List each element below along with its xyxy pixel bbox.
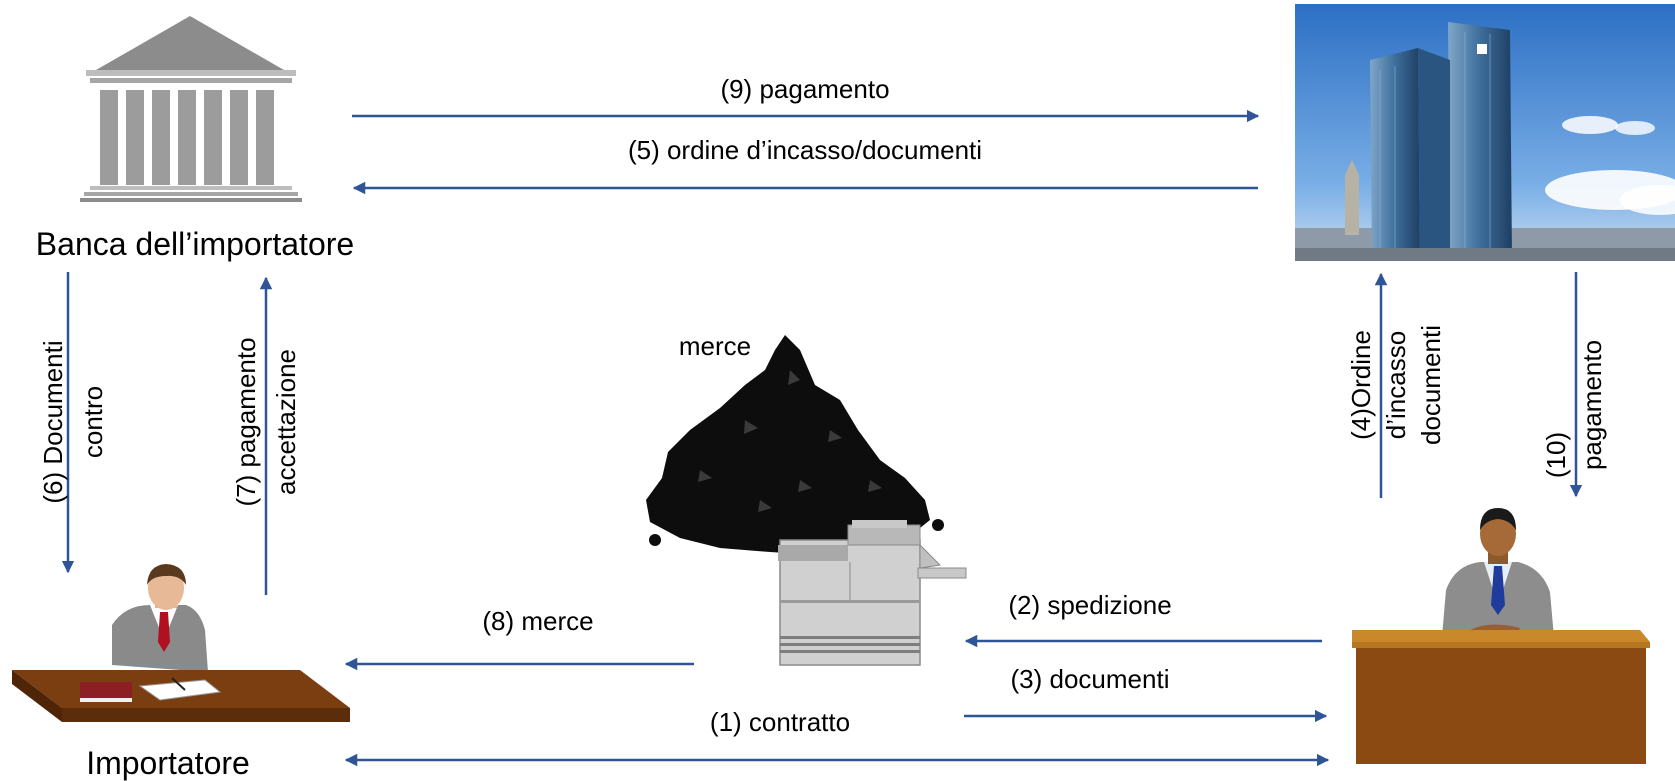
flow-4-line-3: documenti: [1416, 325, 1446, 445]
goods-label: merce: [679, 331, 751, 361]
flow-2-label: (2) spedizione: [1008, 590, 1171, 620]
flow-6-label: (6) Documenti contro: [38, 340, 108, 503]
flow-7-line-2: accettazione: [271, 349, 301, 495]
importer-label: Importatore: [86, 745, 250, 781]
flow-3-label: (3) documenti: [1011, 664, 1170, 694]
flow-1-label: (1) contratto: [710, 707, 850, 737]
importer-bank-label: Banca dell’importatore: [36, 226, 354, 262]
flow-5-label: (5) ordine d’incasso/documenti: [628, 135, 982, 165]
flow-7-line-1: (7) pagamento: [231, 337, 261, 506]
goods-pile-and-machine-icon: [646, 335, 967, 666]
exporter-at-desk-icon: [1352, 508, 1650, 764]
flow-10-line-1: (10): [1541, 432, 1571, 478]
flow-4-line-1: (4)Ordine: [1346, 330, 1376, 440]
office-towers-photo: [1295, 4, 1675, 261]
flow-6-line-2: contro: [78, 386, 108, 458]
bank-building-icon: [80, 16, 302, 202]
flow-4-line-2: d’incasso: [1381, 331, 1411, 439]
importer-at-desk-icon: [12, 564, 350, 722]
flow-7-label: (7) pagamento accettazione: [231, 337, 301, 506]
flow-9-label: (9) pagamento: [720, 74, 889, 104]
flow-10-label: (10) pagamento: [1541, 340, 1607, 478]
flow-8-label: (8) merce: [482, 606, 593, 636]
flow-4-label: (4)Ordine d’incasso documenti: [1346, 325, 1446, 445]
flow-10-line-2: pagamento: [1577, 340, 1607, 470]
flow-6-line-1: (6) Documenti: [38, 340, 68, 503]
